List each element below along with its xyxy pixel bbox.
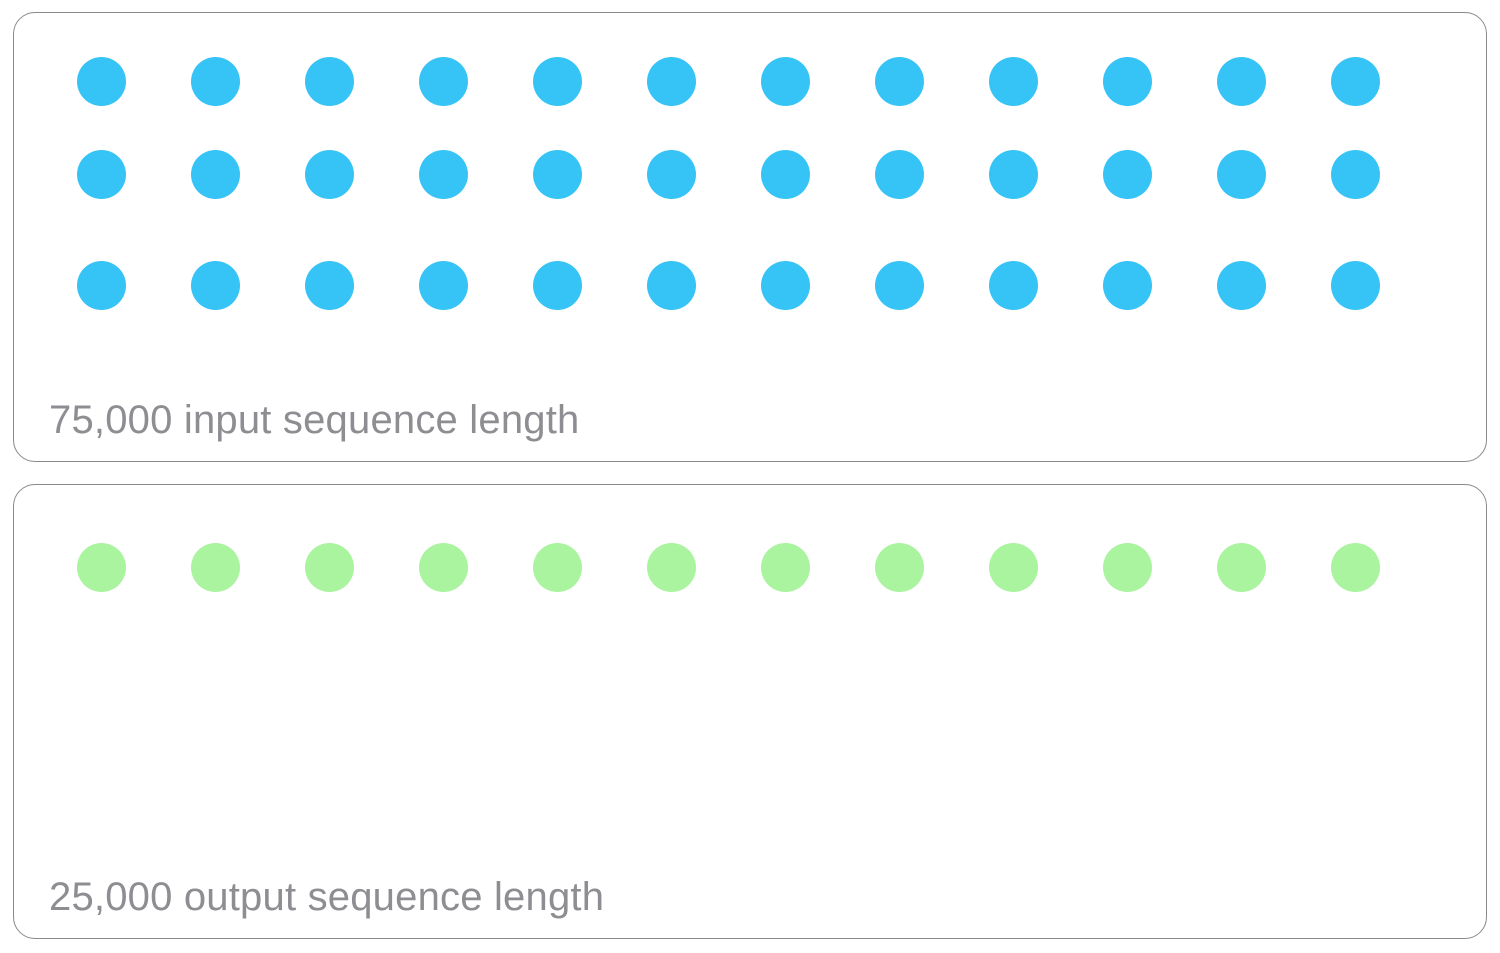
input-token-dot <box>1103 150 1152 199</box>
input-token-dot <box>875 150 924 199</box>
output-dot-grid <box>14 485 1486 605</box>
input-token-dot <box>77 57 126 106</box>
input-token-dot <box>1217 57 1266 106</box>
input-token-dot <box>77 261 126 310</box>
output-token-dot <box>419 543 468 592</box>
input-token-dot <box>191 261 240 310</box>
input-dot-row-2 <box>14 119 1486 230</box>
input-token-dot <box>875 261 924 310</box>
input-token-dot <box>647 57 696 106</box>
output-token-dot <box>77 543 126 592</box>
input-token-dot <box>305 261 354 310</box>
input-token-dot <box>533 57 582 106</box>
output-token-dot <box>647 543 696 592</box>
input-token-dot <box>305 57 354 106</box>
output-token-dot <box>761 543 810 592</box>
input-sequence-card: 75,000 input sequence length <box>13 12 1487 462</box>
output-sequence-label: 25,000 output sequence length <box>49 875 605 919</box>
input-token-dot <box>761 261 810 310</box>
output-token-dot <box>1217 543 1266 592</box>
input-token-dot <box>1331 261 1380 310</box>
input-token-dot <box>1217 150 1266 199</box>
input-token-dot <box>77 150 126 199</box>
input-token-dot <box>1103 261 1152 310</box>
input-token-dot <box>419 57 468 106</box>
input-token-dot <box>875 57 924 106</box>
input-token-dot <box>305 150 354 199</box>
input-sequence-label: 75,000 input sequence length <box>49 398 580 442</box>
input-token-dot <box>1217 261 1266 310</box>
output-token-dot <box>191 543 240 592</box>
input-token-dot <box>533 261 582 310</box>
output-token-dot <box>989 543 1038 592</box>
input-token-dot <box>989 57 1038 106</box>
input-token-dot <box>191 57 240 106</box>
input-token-dot <box>761 150 810 199</box>
output-token-dot <box>1103 543 1152 592</box>
input-token-dot <box>533 150 582 199</box>
input-token-dot <box>989 261 1038 310</box>
input-token-dot <box>761 57 810 106</box>
input-token-dot <box>989 150 1038 199</box>
input-token-dot <box>647 150 696 199</box>
input-token-dot <box>1103 57 1152 106</box>
output-dot-row-1 <box>14 485 1486 605</box>
input-token-dot <box>1331 150 1380 199</box>
input-token-dot <box>419 261 468 310</box>
output-token-dot <box>875 543 924 592</box>
input-dot-row-1 <box>14 13 1486 119</box>
output-token-dot <box>533 543 582 592</box>
input-token-dot <box>191 150 240 199</box>
input-dot-grid <box>14 13 1486 341</box>
output-token-dot <box>1331 543 1380 592</box>
input-token-dot <box>1331 57 1380 106</box>
input-token-dot <box>647 261 696 310</box>
input-dot-row-3 <box>14 230 1486 341</box>
input-token-dot <box>419 150 468 199</box>
output-token-dot <box>305 543 354 592</box>
output-sequence-card: 25,000 output sequence length <box>13 484 1487 939</box>
